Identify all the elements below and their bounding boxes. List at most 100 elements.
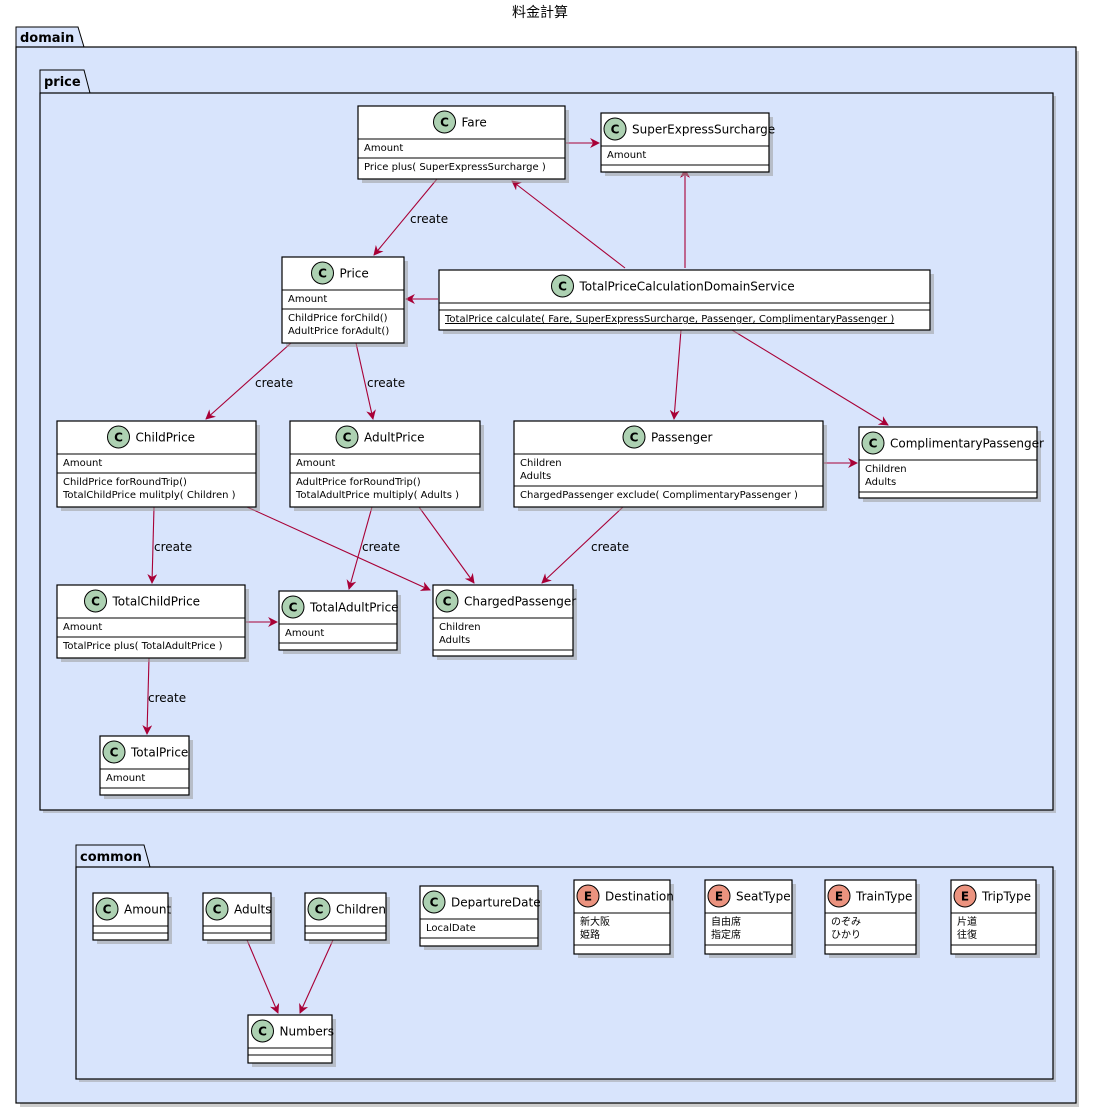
edge-label-create: create [255,376,293,390]
stereotype-letter: E [715,890,723,904]
stereotype-letter: C [558,280,567,294]
class-stereotype-icon [311,261,334,285]
package-price-title: price [44,75,81,90]
enum-stereotype-icon [576,884,600,908]
class-attribute: Children [439,622,481,633]
stereotype-letter: C [110,746,119,760]
stereotype-letter: C [103,903,112,917]
edge-label-create: create [410,212,448,226]
class-name: Price [340,267,369,281]
stereotype-letter: C [440,116,449,130]
class-attribute: Amount [106,773,145,784]
package-domain-title: domain [20,31,74,46]
edge-price-creates-adultprice [355,342,376,420]
class-box [289,420,481,508]
enum-value: のぞみ [831,916,861,928]
class-method: TotalAdultPrice multiply( Adults ) [295,490,459,501]
class-name: AdultPrice [364,431,425,445]
class-attribute: LocalDate [426,923,476,934]
class-name: Fare [462,116,487,130]
enum-value: 自由席 [711,915,741,928]
class-attribute: Adults [865,477,896,488]
class-name: TripType [981,890,1031,904]
class-name: SeatType [736,890,791,904]
package-common-title: common [80,850,142,865]
class-stereotype-icon [551,274,574,298]
class-name: ChargedPassenger [464,595,576,609]
class-attribute: Adults [520,471,551,482]
class-attribute: Amount [296,458,335,469]
class-box [600,112,770,173]
edge-calc-to-complimentary [731,329,889,426]
stereotype-letter: C [611,123,620,137]
stereotype-letter: C [91,595,100,609]
class-attribute: Amount [285,628,324,639]
class-box [858,426,1038,499]
class-name: Adults [234,903,272,917]
edge-calc-to-fare [511,180,626,269]
enum-value: 新大阪 [580,915,610,928]
class-name: SuperExpressSurcharge [632,123,775,137]
class-name: Passenger [651,431,713,445]
stereotype-letter: E [961,890,969,904]
class-stereotype-icon [622,425,646,449]
stereotype-letter: C [315,903,324,917]
class-name: TotalAdultPrice [309,601,399,615]
diagram-title: 料金計算 [512,5,568,21]
class-stereotype-icon [307,897,331,921]
class-box [513,420,824,508]
edge-fare-creates-price [373,178,438,256]
class-name: ChildPrice [136,431,196,445]
edge-adults-to-numbers [246,939,280,1014]
edge-price-creates-childprice [205,342,292,420]
class-box [357,105,566,180]
class-stereotype-icon [107,425,130,449]
stereotype-letter: C [430,896,439,910]
class-stereotype-icon [281,595,305,619]
class-name: Destination [605,890,674,904]
class-box [56,420,257,508]
class-attribute: Adults [439,635,470,646]
class-attribute: Children [520,458,562,469]
class-stereotype-icon [422,890,446,914]
edge-label-create: create [154,540,192,554]
class-name: DepartureDate [451,896,541,910]
class-name: TotalPriceCalculationDomainService [579,280,795,294]
edge-adultprice-to-charged [418,506,475,584]
edge-passenger-creates-charged [541,506,624,584]
class-stereotype-icon [102,740,126,764]
stereotype-letter: C [114,431,123,445]
stereotype-letter: C [318,267,327,281]
enum-value: 指定席 [711,928,741,941]
class-stereotype-icon [435,589,459,613]
stereotype-letter: E [835,890,843,904]
class-stereotype-icon [251,1019,274,1043]
stereotype-letter: E [584,890,592,904]
edge-label-create: create [367,376,405,390]
stereotype-letter: C [258,1025,267,1039]
edge-label-create: create [148,691,186,705]
class-stereotype-icon [205,897,229,921]
edge-childprice-to-charged [246,506,431,591]
class-stereotype-icon [335,425,359,449]
enum-value: 往復 [957,928,977,941]
enum-stereotype-icon [953,884,977,908]
class-method: ChargedPassenger exclude( ComplimentaryP… [520,490,798,501]
stereotype-letter: C [869,437,878,451]
class-stereotype-icon [861,431,885,455]
